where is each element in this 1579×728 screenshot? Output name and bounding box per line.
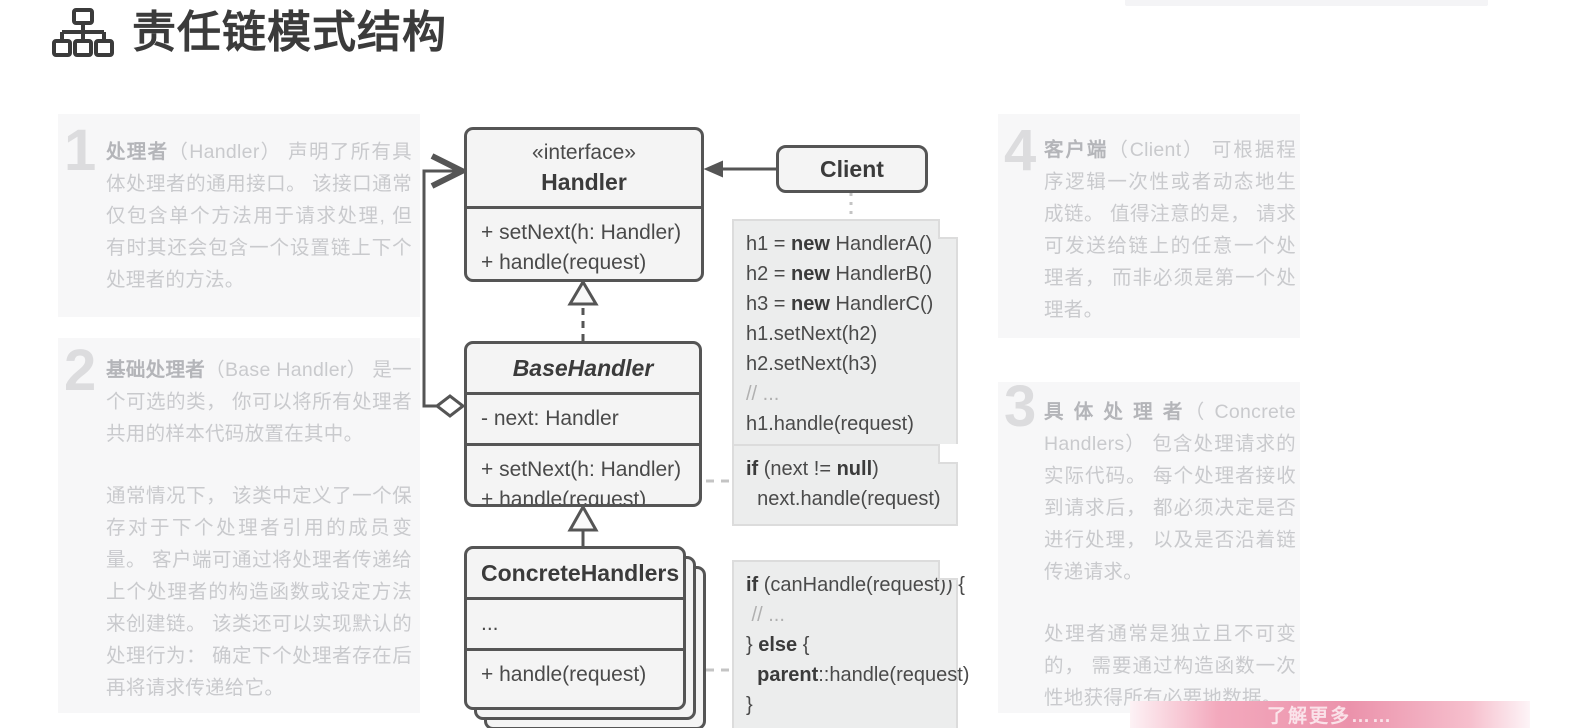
card-en-3: （ Concrete Handlers） bbox=[1044, 401, 1297, 455]
note-conc-line-3: } else { bbox=[746, 634, 810, 656]
org-chart-icon bbox=[52, 8, 114, 57]
code-note-concretehandlers: if (canHandle(request)) { // ... } else … bbox=[732, 560, 970, 728]
note-base-line-2: next.handle(request) bbox=[746, 488, 941, 510]
card-body-1: 处理者（Handler） 声明了所有具体处理者的通用接口。 该接口通常仅包含单个… bbox=[106, 136, 412, 296]
base-method-handle: + handle(request) bbox=[481, 488, 647, 507]
concrete-header: ConcreteHandlers bbox=[467, 549, 683, 597]
card-number-4: 4 bbox=[1004, 118, 1037, 183]
concrete-field-ellipsis: ... bbox=[481, 612, 499, 635]
realization-base-to-handler bbox=[567, 279, 599, 341]
base-name: BaseHandler bbox=[512, 355, 654, 381]
card-text-3: 包含处理请求的实际代码。 每个处理者接收到请求后， 都必须决定是否进行处理， 以… bbox=[1044, 433, 1296, 583]
note-conc-line-2: // ... bbox=[746, 604, 785, 626]
note-conc-line-1: if (canHandle(request)) { bbox=[746, 574, 965, 596]
uml-class-basehandler[interactable]: BaseHandler - next: Handler + setNext(h:… bbox=[464, 341, 702, 507]
card-text-2b: 通常情况下， 该类中定义了一个保存对于下个处理者引用的成员变量。 客户端可通过将… bbox=[106, 485, 412, 699]
learn-more-label: 了解更多…… bbox=[1266, 706, 1393, 727]
card-text-3b: 处理者通常是独立且不可变的， 需要通过构造函数一次性地获得所有必要地数据。 bbox=[1044, 623, 1296, 709]
handler-name: Handler bbox=[541, 169, 627, 195]
code-note-basehandler: if (next != null) next.handle(request) bbox=[732, 444, 958, 526]
concrete-fields: ... bbox=[467, 597, 683, 648]
page-header: 责任链模式结构 bbox=[52, 8, 447, 58]
base-method-setnext: + setNext(h: Handler) bbox=[481, 458, 682, 481]
handler-methods: + setNext(h: Handler) + handle(request) bbox=[467, 206, 701, 279]
top-decoration-strip bbox=[1125, 0, 1488, 6]
handler-header: «interface» Handler bbox=[467, 130, 701, 206]
info-card-base-handler: 2 基础处理者（Base Handler） 是一个可选的类， 你可以将所有处理者… bbox=[58, 338, 420, 713]
info-card-client: 4 客户端（Client） 可根据程序逻辑一次性或者动态地生成链。 值得注意的是… bbox=[998, 114, 1300, 338]
card-body-3: 具 体 处 理 者（ Concrete Handlers） 包含处理请求的实际代… bbox=[1044, 396, 1296, 714]
card-term-1: 处理者 bbox=[106, 141, 169, 163]
note-fold-corner bbox=[938, 219, 958, 239]
note-conc-line-5: } bbox=[746, 694, 753, 716]
card-text-1: 声明了所有具体处理者的通用接口。 该接口通常仅包含单个方法用于请求处理, 但有时… bbox=[106, 141, 412, 291]
note-base-line-1: if (next != null) bbox=[746, 458, 879, 480]
note-client-line-1: h1 = new HandlerA() bbox=[746, 233, 933, 255]
card-term-3: 具 体 处 理 者 bbox=[1044, 401, 1185, 423]
association-client-to-handler bbox=[703, 160, 776, 178]
base-header: BaseHandler bbox=[467, 344, 699, 392]
base-field-next: - next: Handler bbox=[481, 407, 619, 430]
uml-class-concretehandlers[interactable]: ConcreteHandlers ... + handle(request) bbox=[464, 546, 686, 710]
inheritance-concrete-to-base bbox=[567, 503, 599, 546]
note-client-line-6: // ... bbox=[746, 383, 780, 405]
note-client-line-7: h1.handle(request) bbox=[746, 413, 914, 435]
info-card-handler: 1 处理者（Handler） 声明了所有具体处理者的通用接口。 该接口通常仅包含… bbox=[58, 114, 420, 317]
concrete-name: ConcreteHandlers bbox=[481, 560, 680, 586]
note-client-line-4: h1.setNext(h2) bbox=[746, 323, 878, 345]
concrete-method-handle: + handle(request) bbox=[481, 663, 647, 686]
card-en-4: （Client） bbox=[1108, 139, 1205, 161]
card-en-2: （Base Handler） bbox=[205, 359, 367, 381]
card-body-4: 客户端（Client） 可根据程序逻辑一次性或者动态地生成链。 值得注意的是， … bbox=[1044, 134, 1296, 326]
card-term-2: 基础处理者 bbox=[106, 359, 206, 381]
note-client-line-3: h3 = new HandlerC() bbox=[746, 293, 934, 315]
card-number-1: 1 bbox=[64, 118, 97, 183]
concrete-methods: + handle(request) bbox=[467, 648, 683, 699]
page-title: 责任链模式结构 bbox=[132, 8, 447, 57]
uml-class-handler[interactable]: «interface» Handler + setNext(h: Handler… bbox=[464, 127, 704, 282]
note-fold-corner bbox=[938, 444, 958, 464]
uml-class-client[interactable]: Client bbox=[776, 145, 928, 193]
base-methods: + setNext(h: Handler) + handle(request) bbox=[467, 443, 699, 507]
handler-stereotype: «interface» bbox=[532, 141, 636, 164]
base-fields: - next: Handler bbox=[467, 392, 699, 443]
note-conc-line-4: parent::handle(request) bbox=[757, 664, 970, 686]
learn-more-banner[interactable]: 了解更多…… bbox=[1130, 701, 1530, 728]
code-note-client: h1 = new HandlerA() h2 = new HandlerB() … bbox=[732, 219, 958, 451]
card-en-1: （Handler） bbox=[168, 141, 282, 163]
note-client-line-2: h2 = new HandlerB() bbox=[746, 263, 933, 285]
card-text-2: 是一个可选的类， 你可以将所有处理者共用的样本代码放置在其中。 bbox=[106, 359, 412, 445]
aggregation-base-to-handler bbox=[422, 171, 466, 418]
card-text-4: 可根据程序逻辑一次性或者动态地生成链。 值得注意的是， 请求可发送给链上的任意一… bbox=[1044, 139, 1296, 321]
card-body-2: 基础处理者（Base Handler） 是一个可选的类， 你可以将所有处理者共用… bbox=[106, 354, 412, 704]
note-client-line-5: h2.setNext(h3) bbox=[746, 353, 878, 375]
note-fold-corner bbox=[938, 560, 958, 580]
card-term-4: 客户端 bbox=[1044, 139, 1109, 161]
client-name: Client bbox=[820, 156, 884, 182]
handler-method-setnext: + setNext(h: Handler) bbox=[481, 221, 682, 244]
card-number-2: 2 bbox=[64, 338, 97, 403]
info-card-concrete-handlers: 3 具 体 处 理 者（ Concrete Handlers） 包含处理请求的实… bbox=[998, 378, 1300, 714]
card-number-3: 3 bbox=[1004, 374, 1037, 439]
handler-method-handle: + handle(request) bbox=[481, 251, 647, 274]
